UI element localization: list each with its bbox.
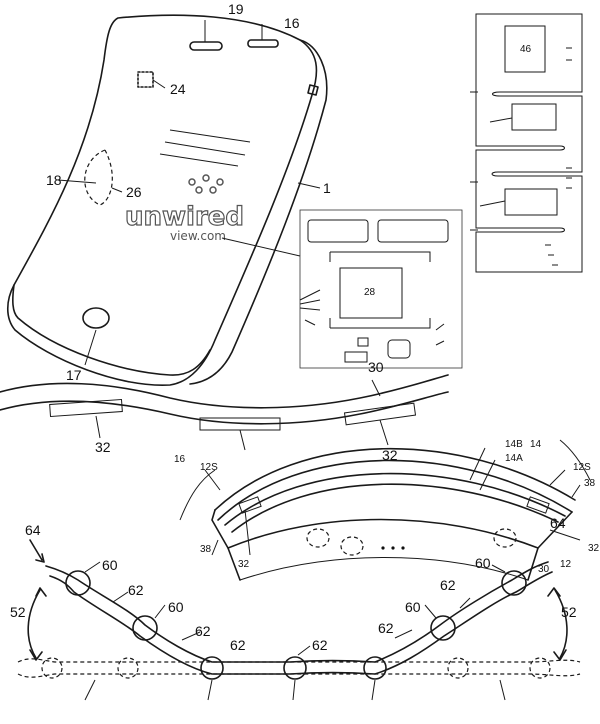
label-18: 18 — [46, 172, 62, 188]
speaker-slot — [189, 41, 223, 51]
label-62-c: 62 — [312, 637, 328, 653]
label-64-a: 64 — [550, 515, 566, 531]
chip-a — [511, 103, 557, 131]
label-60-b: 60 — [168, 599, 184, 615]
sensor-box — [137, 71, 154, 88]
label-32-d: 32 — [588, 543, 600, 554]
label-62-b: 62 — [195, 623, 211, 639]
label-12S-right: 12S — [573, 462, 591, 473]
label-60-a: 60 — [102, 557, 118, 573]
label-64-b: 64 — [25, 522, 41, 538]
flex-circuit-right: 46 — [470, 13, 583, 273]
label-62-f: 62 — [230, 637, 246, 653]
label-60-c: 60 — [405, 599, 421, 615]
label-38-right: 38 — [584, 478, 596, 489]
label-46: 46 — [520, 44, 532, 55]
label-16-b: 16 — [174, 454, 186, 465]
circuit-board-middle: 28 — [221, 209, 463, 369]
label-24: 24 — [170, 81, 186, 97]
curved-housing: 30 32 32 — [0, 359, 449, 463]
label-12S-left: 12S — [200, 462, 218, 473]
label-62-d: 62 — [378, 620, 394, 636]
label-52-left: 52 — [10, 604, 26, 620]
watermark-line1: unwired — [125, 202, 244, 232]
label-32-a: 32 — [95, 439, 111, 455]
label-1: 1 — [323, 180, 331, 196]
chip-28 — [339, 267, 403, 319]
hinged-chain: 64 60 60 60 60 62 62 62 62 62 62 52 52 — [10, 522, 581, 701]
label-62-a: 62 — [128, 582, 144, 598]
label-60-d: 60 — [475, 555, 491, 571]
label-52-right: 52 — [561, 604, 577, 620]
label-28: 28 — [364, 287, 376, 298]
label-32-c: 32 — [238, 559, 250, 570]
curved-phone: 19 16 24 18 26 1 17 — [6, 1, 331, 386]
chip-b — [504, 188, 558, 216]
label-12: 12 — [560, 559, 572, 570]
label-14: 14 — [530, 439, 542, 450]
label-30-b: 30 — [538, 564, 550, 575]
label-17: 17 — [66, 367, 82, 383]
label-19: 19 — [228, 1, 244, 17]
chip-46 — [504, 25, 546, 73]
label-26: 26 — [126, 184, 142, 200]
label-30-top: 30 — [368, 359, 384, 375]
home-button — [82, 307, 110, 329]
watermark: unwired view.com — [124, 174, 245, 243]
watermark-line2: view.com — [170, 229, 226, 243]
label-14B: 14B — [505, 439, 523, 450]
label-62-e: 62 — [440, 577, 456, 593]
camera-slot — [247, 39, 279, 48]
label-16: 16 — [284, 15, 300, 31]
label-14A: 14A — [505, 453, 523, 464]
label-32-b: 32 — [382, 447, 398, 463]
curved-cross-section: 16 12S 14B 14 14A 12S 38 38 32 64 32 12 … — [174, 439, 600, 581]
label-38-left: 38 — [200, 544, 212, 555]
